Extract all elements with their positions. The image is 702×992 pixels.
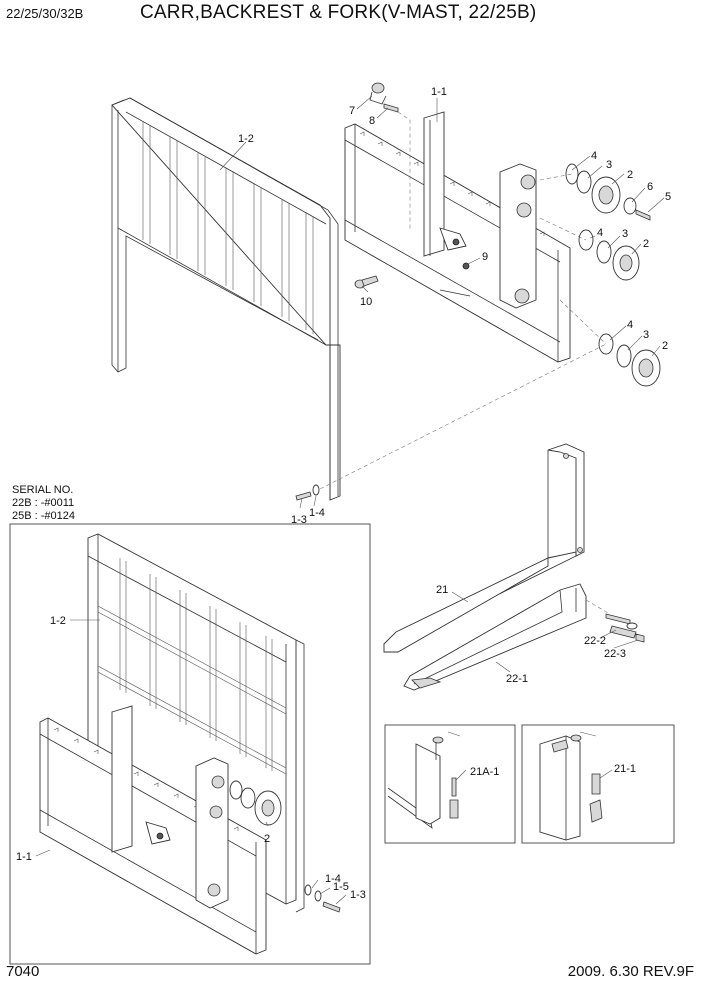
- fork-22-1: [403, 583, 587, 691]
- bolt-7: [369, 82, 387, 105]
- callout-4c: 4: [627, 319, 633, 331]
- detail-21-1-drawing: [539, 731, 613, 841]
- callout-7: 7: [349, 105, 355, 117]
- callout-4b: 4: [597, 227, 603, 239]
- callout-5: 5: [665, 191, 671, 203]
- carriage-inset: [39, 705, 267, 955]
- fork-callout-22-2: 22-2: [584, 635, 606, 647]
- pin-8: [383, 103, 399, 113]
- detail-box-21-1: [521, 724, 675, 844]
- callout-1-4: 1-4: [309, 507, 325, 519]
- page-number: 7040: [6, 963, 40, 980]
- bolt-10: [354, 275, 379, 289]
- leader-lines-top: [219, 95, 665, 509]
- callout-4a: 4: [591, 150, 597, 162]
- nut-9: [462, 262, 470, 270]
- roller-group-middle: [578, 229, 640, 281]
- fork-callout-21: 21: [436, 584, 448, 596]
- serial-line-22b: 22B : -#0011: [12, 497, 75, 509]
- callout-3c: 3: [643, 329, 649, 341]
- leader-lines-inset: [35, 619, 347, 905]
- leader-lines-fork: [451, 591, 639, 673]
- roller-group-inset: [229, 780, 282, 826]
- callout-3a: 3: [606, 159, 612, 171]
- fork-callout-22-1: 22-1: [506, 673, 528, 685]
- carriage-top: [344, 111, 571, 363]
- roller-group-lower: [598, 333, 661, 387]
- roller-group-upper: [565, 163, 651, 221]
- callout-1-1: 1-1: [431, 86, 447, 98]
- fork-21: [383, 443, 585, 653]
- revision-date: 2009. 6.30 REV.9F: [567, 963, 694, 980]
- serial-heading: SERIAL NO.: [12, 484, 74, 496]
- inset-callout-1-5: 1-5: [333, 881, 349, 893]
- fork-callout-22-3: 22-3: [604, 648, 626, 660]
- callout-1-3: 1-3: [291, 514, 307, 526]
- serial-inset-box: [9, 523, 371, 965]
- callout-2a: 2: [627, 169, 633, 181]
- serial-line-25b: 25B : -#0124: [12, 510, 75, 522]
- callout-6: 6: [647, 181, 653, 193]
- callout-1-2: 1-2: [238, 133, 254, 145]
- detail-callout-21A-1: 21A-1: [470, 766, 499, 778]
- inset-callout-1-3: 1-3: [350, 889, 366, 901]
- bolt-22-3: [635, 633, 645, 643]
- inset-callout-2: 2: [264, 833, 270, 845]
- callout-8: 8: [369, 115, 375, 127]
- backrest-top: [111, 97, 341, 501]
- detail-21A-1-drawing: [387, 731, 467, 829]
- detail-callout-21-1: 21-1: [614, 763, 636, 775]
- callout-3b: 3: [622, 228, 628, 240]
- callout-2b: 2: [643, 238, 649, 250]
- inset-callout-1-2: 1-2: [50, 615, 66, 627]
- bolt-1-3-inset: [304, 884, 341, 913]
- callout-9: 9: [482, 251, 488, 263]
- bolt-1-3-top: [295, 484, 320, 501]
- model-list: 22/25/30/32B: [6, 6, 84, 21]
- callout-2c: 2: [662, 340, 668, 352]
- pin-22-2: [605, 613, 638, 639]
- detail-box-21A-1: [384, 724, 516, 844]
- callout-10: 10: [360, 296, 372, 308]
- inset-callout-1-1: 1-1: [16, 851, 32, 863]
- serial-note: SERIAL NO. 22B : -#0011 25B : -#0124: [12, 484, 75, 523]
- inset-callout-1-4: 1-4: [325, 873, 341, 885]
- page-title: CARR,BACKREST & FORK(V-MAST, 22/25B): [140, 2, 537, 23]
